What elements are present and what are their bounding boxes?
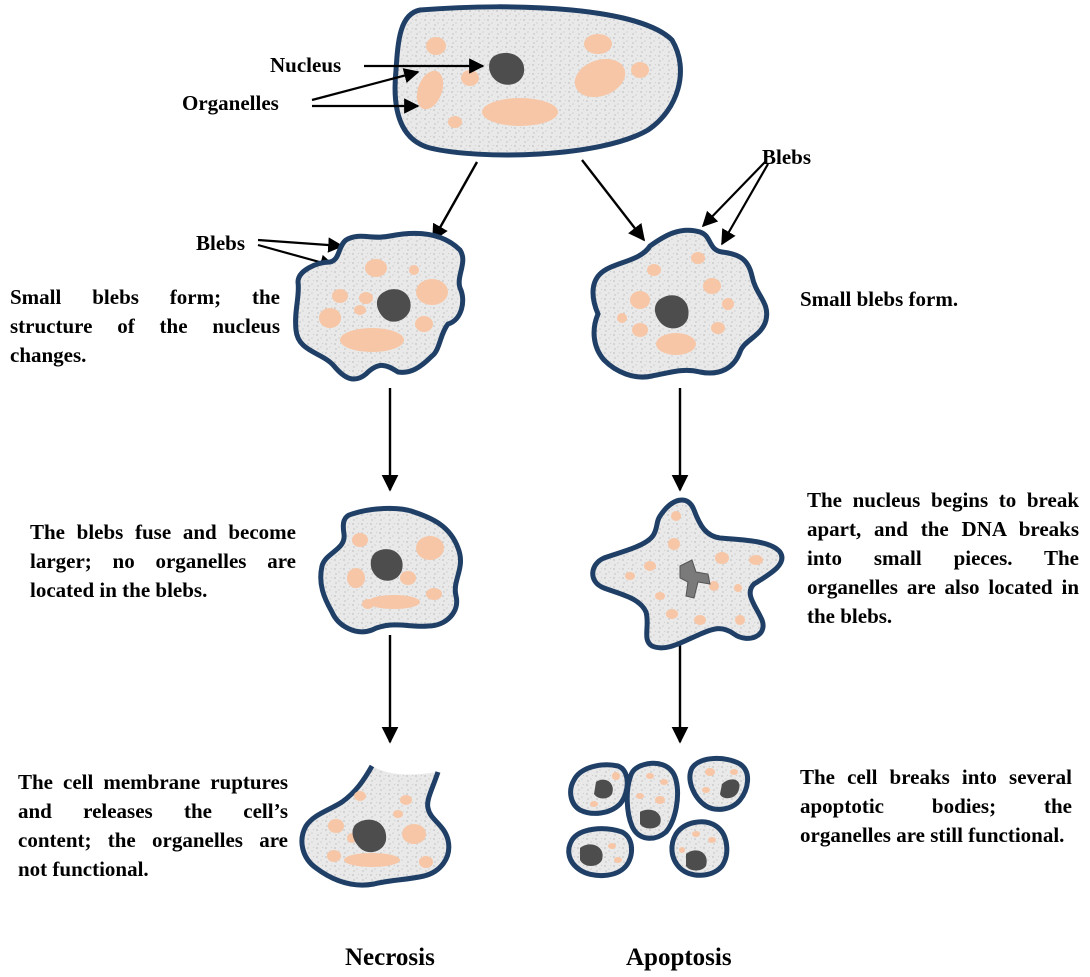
necrosis-step-1-text: Small blebs form; the structure of the n…: [10, 283, 280, 370]
apoptosis-cell-stage-1: [593, 230, 767, 377]
apoptosis-step-2-text: The nucleus begins to break apart, and t…: [807, 486, 1079, 631]
necrosis-title: Necrosis: [345, 943, 435, 972]
apoptosis-cell-stage-2: [593, 500, 782, 648]
apoptotic-body-1: [571, 765, 628, 814]
apoptosis-step-1-text: Small blebs form.: [800, 285, 958, 314]
nucleus-label: Nucleus: [270, 51, 341, 80]
apoptotic-body-4: [569, 829, 632, 876]
apoptosis-title: Apoptosis: [626, 943, 732, 972]
blebs-pointer-right-2: [722, 164, 768, 244]
necrosis-step-2-text: The blebs fuse and become larger; no org…: [30, 518, 296, 605]
blebs-label-right: Blebs: [762, 143, 811, 172]
apoptotic-body-2: [627, 763, 677, 838]
organelles-label: Organelles: [182, 89, 279, 118]
necrosis-step-3-text: The cell membrane ruptures and releases …: [18, 768, 288, 884]
arrow-to-apoptosis: [582, 160, 644, 240]
apoptotic-body-5: [672, 822, 727, 875]
apoptosis-step-3-text: The cell breaks into several apoptotic b…: [800, 763, 1072, 850]
blebs-label-left: Blebs: [196, 229, 245, 258]
blebs-pointer-right-1: [703, 162, 765, 226]
arrow-to-necrosis: [433, 162, 477, 240]
necrosis-cell-stage-1: [296, 233, 463, 379]
necrosis-cell-stage-3: [302, 766, 449, 885]
blebs-pointer-left-1: [258, 240, 342, 246]
original-cell: [395, 7, 680, 155]
necrosis-cell-stage-2: [321, 508, 461, 631]
apoptotic-bodies: [569, 758, 748, 875]
apoptotic-body-3: [690, 758, 748, 809]
